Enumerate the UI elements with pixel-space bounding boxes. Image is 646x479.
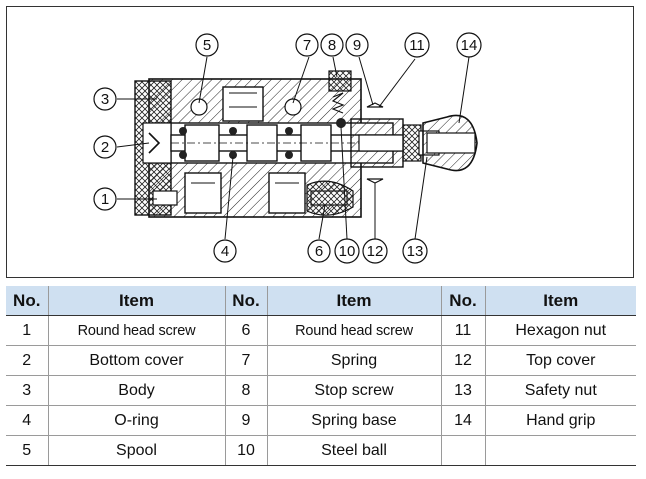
top-cover	[350, 102, 404, 184]
callouts-left: 3 2 1	[93, 87, 117, 211]
callout-3: 3	[101, 91, 109, 108]
callouts-bottom: 4 6 10 12 13	[213, 238, 428, 264]
cell-item: Spring	[267, 345, 442, 376]
callout-9: 9	[353, 37, 361, 54]
valve-cross-section-drawing: 5 7 8 9 11 14 3 2 1 4 6 1	[6, 6, 634, 278]
callout-11: 11	[409, 37, 425, 54]
callout-7: 7	[303, 37, 311, 54]
o-ring	[179, 127, 187, 135]
cell-item: Steel ball	[267, 435, 442, 466]
cell-no	[441, 435, 486, 466]
o-ring	[229, 127, 237, 135]
stop-screw	[328, 70, 352, 128]
table-row: 4 O-ring 9 Spring base 14 Hand grip	[6, 405, 636, 436]
header-item-2: Item	[267, 286, 442, 316]
cell-item: O-ring	[48, 405, 226, 436]
cell-item: Round head screw	[48, 315, 226, 346]
table-header-row: No. Item No. Item No. Item	[6, 286, 636, 316]
cell-item	[485, 435, 636, 466]
cell-item: Hexagon nut	[485, 315, 636, 346]
o-ring	[229, 151, 237, 159]
callout-2: 2	[101, 139, 109, 156]
table-row: 2 Bottom cover 7 Spring 12 Top cover	[6, 345, 636, 376]
cell-no: 12	[441, 345, 486, 376]
spring-base	[366, 102, 384, 108]
cell-no: 4	[6, 405, 49, 436]
cell-no: 3	[6, 375, 49, 406]
cell-item: Hand grip	[485, 405, 636, 436]
cell-item: Spool	[48, 435, 226, 466]
cell-no: 5	[6, 435, 49, 466]
round-head-screw	[152, 180, 354, 216]
callout-14: 14	[461, 37, 478, 54]
header-no-2: No.	[225, 286, 268, 316]
cell-item: Stop screw	[267, 375, 442, 406]
cell-no: 2	[6, 345, 49, 376]
header-no-1: No.	[6, 286, 49, 316]
header-no-3: No.	[441, 286, 486, 316]
cell-no: 7	[225, 345, 268, 376]
table-row: 3 Body 8 Stop screw 13 Safety nut	[6, 375, 636, 406]
cell-no: 8	[225, 375, 268, 406]
callout-1: 1	[101, 191, 109, 208]
callout-5: 5	[203, 37, 211, 54]
callout-4: 4	[221, 243, 229, 260]
cell-no: 9	[225, 405, 268, 436]
callout-12: 12	[367, 243, 384, 260]
cell-item: Body	[48, 375, 226, 406]
hand-grip	[422, 114, 478, 172]
cell-item: Spring base	[267, 405, 442, 436]
leader-lines	[116, 56, 470, 240]
cell-item: Round head screw	[267, 315, 442, 346]
o-ring	[179, 151, 187, 159]
steel-ball	[336, 118, 346, 128]
cell-no: 13	[441, 375, 486, 406]
cell-no: 1	[6, 315, 49, 346]
header-item-3: Item	[485, 286, 636, 316]
o-ring	[285, 127, 293, 135]
cell-item: Safety nut	[485, 375, 636, 406]
callouts-top: 5 7 8 9 11 14	[195, 32, 482, 58]
parts-list-table: No. Item No. Item No. Item 1 Round head …	[6, 286, 636, 466]
cross-section-svg: 5 7 8 9 11 14 3 2 1 4 6 1	[93, 32, 482, 264]
header-item-1: Item	[48, 286, 226, 316]
cell-item: Bottom cover	[48, 345, 226, 376]
callout-10: 10	[339, 243, 356, 260]
callout-6: 6	[315, 243, 323, 260]
table-row: 5 Spool 10 Steel ball	[6, 435, 636, 466]
table-row: 1 Round head screw 6 Round head screw 11…	[6, 315, 636, 346]
spool	[170, 124, 402, 162]
callout-13: 13	[407, 243, 424, 260]
cell-no: 6	[225, 315, 268, 346]
cell-no: 14	[441, 405, 486, 436]
cell-no: 11	[441, 315, 486, 346]
spring	[331, 92, 345, 114]
cell-item: Top cover	[485, 345, 636, 376]
o-ring	[285, 151, 293, 159]
callout-8: 8	[328, 37, 336, 54]
cell-no: 10	[225, 435, 268, 466]
